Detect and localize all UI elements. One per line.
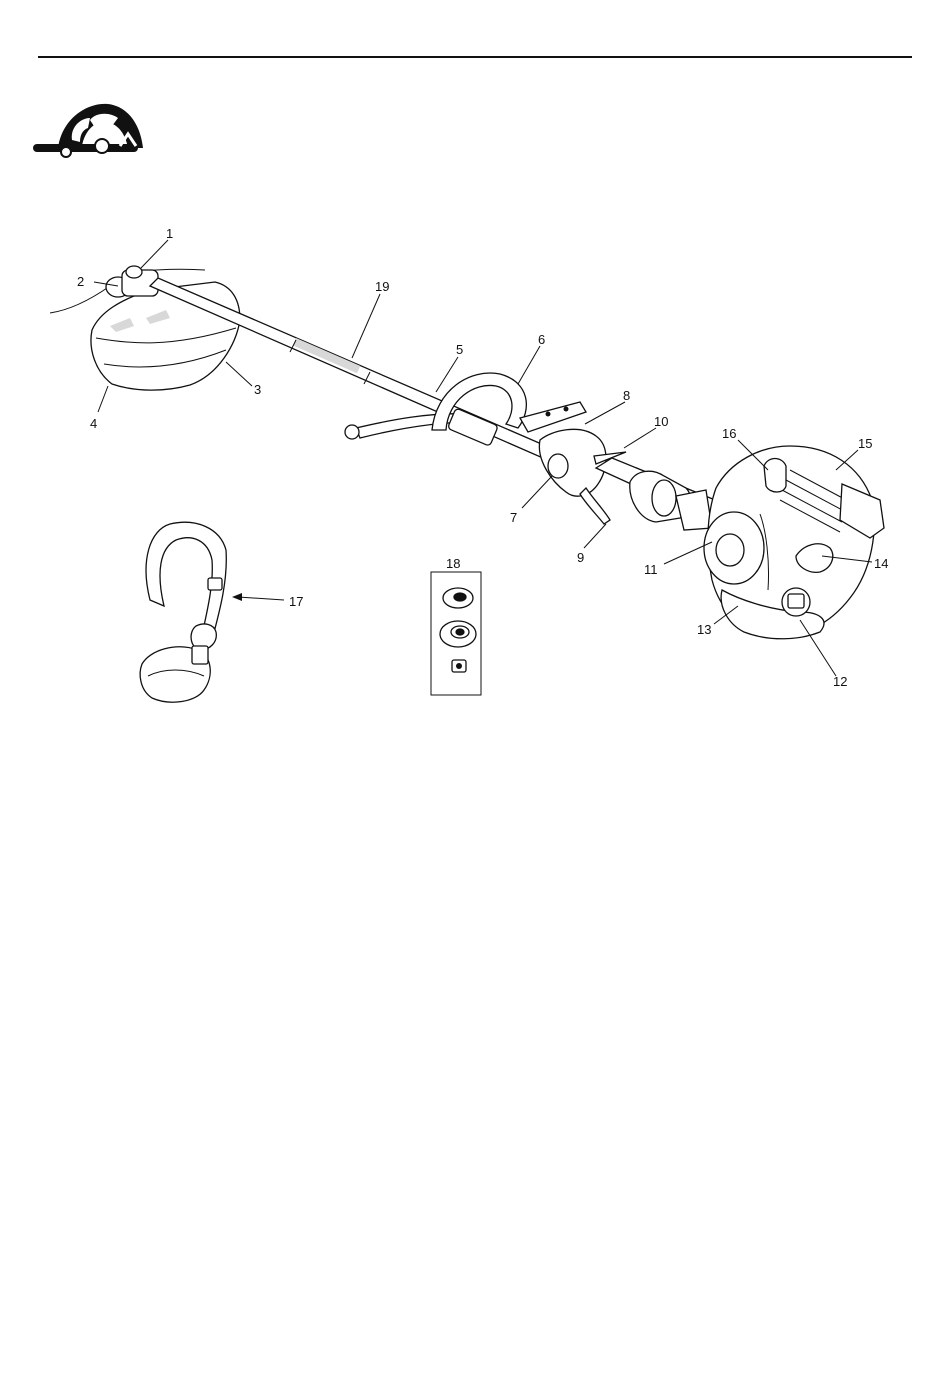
- callout-8: 8: [623, 388, 630, 403]
- callout-12: 12: [833, 674, 847, 689]
- callout-10: 10: [654, 414, 668, 429]
- callout-15: 15: [858, 436, 872, 451]
- callout-19: 19: [375, 279, 389, 294]
- callout-1: 1: [166, 226, 173, 241]
- assembled-trimmer-icon: [33, 104, 143, 157]
- callout-6: 6: [538, 332, 545, 347]
- callout-14: 14: [874, 556, 888, 571]
- callout-13: 13: [697, 622, 711, 637]
- callout-3: 3: [254, 382, 261, 397]
- callout-9: 9: [577, 550, 584, 565]
- shoulder-harness-illustration: [140, 522, 226, 702]
- callout-17: 17: [289, 594, 303, 609]
- callout-11: 11: [644, 562, 658, 577]
- callout-2: 2: [77, 274, 84, 289]
- callout-7: 7: [510, 510, 517, 525]
- parts-kit-box: [431, 572, 481, 695]
- trimmer-illustration: [50, 266, 884, 639]
- callout-4: 4: [90, 416, 97, 431]
- callout-18: 18: [446, 556, 460, 571]
- callout-5: 5: [456, 342, 463, 357]
- callout-16: 16: [722, 426, 736, 441]
